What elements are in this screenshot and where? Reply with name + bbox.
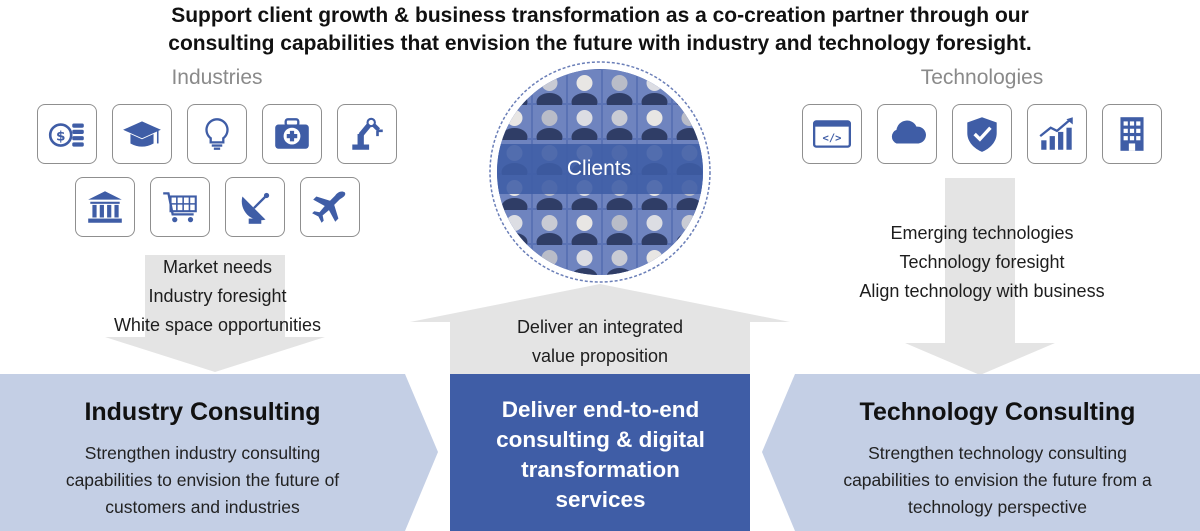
client-portrait-head — [506, 250, 523, 266]
industries-point: Industry foresight — [148, 286, 287, 306]
government-icon — [75, 177, 135, 237]
technology-consulting-title: Technology Consulting — [859, 398, 1136, 426]
industries-title: Industries — [171, 66, 263, 89]
value-line: Deliver an integrated — [516, 317, 684, 337]
client-portrait-head — [576, 110, 593, 126]
client-portrait-body — [571, 268, 598, 275]
technologies-points: Emerging technologies Technology foresig… — [822, 219, 1142, 306]
industry-consulting-title: Industry Consulting — [84, 398, 321, 426]
client-portrait-body — [676, 268, 703, 275]
client-portrait-head — [541, 110, 558, 126]
telecom-icon — [225, 177, 285, 237]
travel-icon — [300, 177, 360, 237]
client-portrait-head — [611, 215, 628, 231]
center-line: Deliver end-to-end — [501, 397, 700, 422]
desc-line: capabilities to envision the future of — [65, 470, 340, 490]
client-portrait-head — [576, 250, 593, 266]
healthcare-icon — [262, 104, 322, 164]
desc-line: capabilities to envision the future from… — [843, 470, 1152, 490]
value-up-arrow — [410, 284, 790, 374]
technologies-point: Align technology with business — [859, 281, 1105, 301]
value-line: value proposition — [531, 346, 669, 366]
education-icon — [112, 104, 172, 164]
center-line: consulting & digital — [496, 427, 705, 452]
client-portrait-head — [646, 110, 663, 126]
center-services-text: Deliver end-to-end consulting & digital … — [452, 395, 749, 515]
client-portrait-head — [681, 250, 698, 266]
manufacturing-icon — [337, 104, 397, 164]
client-portrait-head — [646, 215, 663, 231]
industries-point: Market needs — [162, 257, 273, 277]
desc-line: technology perspective — [908, 497, 1087, 517]
center-line: transformation — [521, 457, 680, 482]
center-box — [450, 374, 750, 531]
finance-icon: $ — [37, 104, 97, 164]
technologies-title: Technologies — [920, 66, 1044, 89]
technologies-point: Technology foresight — [899, 252, 1065, 272]
client-portrait-head — [611, 110, 628, 126]
clients-circle — [489, 61, 711, 283]
headline-line-2: consulting capabilities that envision th… — [168, 32, 1032, 55]
center-line: services — [555, 487, 646, 512]
client-portrait-head — [611, 250, 628, 266]
software-icon: </> — [802, 104, 862, 164]
client-portrait-body — [501, 268, 528, 275]
svg-text:$: $ — [56, 128, 66, 144]
cloud-icon — [877, 104, 937, 164]
industry-consulting-desc: Strengthen industry consulting capabilit… — [0, 440, 405, 521]
technology-consulting-shape — [762, 374, 1200, 531]
client-portrait-head — [506, 75, 523, 91]
desc-line: customers and industries — [105, 497, 300, 517]
client-portrait-head — [681, 75, 698, 91]
ideas-icon — [187, 104, 247, 164]
client-portrait-head — [576, 215, 593, 231]
value-proposition-text: Deliver an integrated value proposition — [470, 313, 730, 371]
industries-down-arrow — [105, 255, 325, 372]
client-portrait-head — [611, 75, 628, 91]
technologies-point: Emerging technologies — [890, 223, 1074, 243]
retail-icon — [150, 177, 210, 237]
headline-line-1: Support client growth & business transfo… — [171, 4, 1029, 27]
headline: Support client growth & business transfo… — [0, 2, 1200, 58]
technologies-down-arrow — [905, 178, 1055, 375]
industries-point: White space opportunities — [113, 315, 322, 335]
industry-consulting-shape — [0, 374, 438, 531]
client-portrait-head — [541, 215, 558, 231]
desc-line: Strengthen technology consulting — [868, 443, 1127, 463]
enterprise-icon — [1102, 104, 1162, 164]
security-icon — [952, 104, 1012, 164]
desc-line: Strengthen industry consulting — [84, 443, 321, 463]
technology-consulting-desc: Strengthen technology consulting capabil… — [795, 440, 1200, 521]
industries-points: Market needs Industry foresight White sp… — [65, 253, 370, 340]
svg-text:</>: </> — [823, 132, 842, 144]
analytics-icon — [1027, 104, 1087, 164]
client-portrait-head — [576, 75, 593, 91]
clients-label: Clients — [566, 157, 632, 180]
